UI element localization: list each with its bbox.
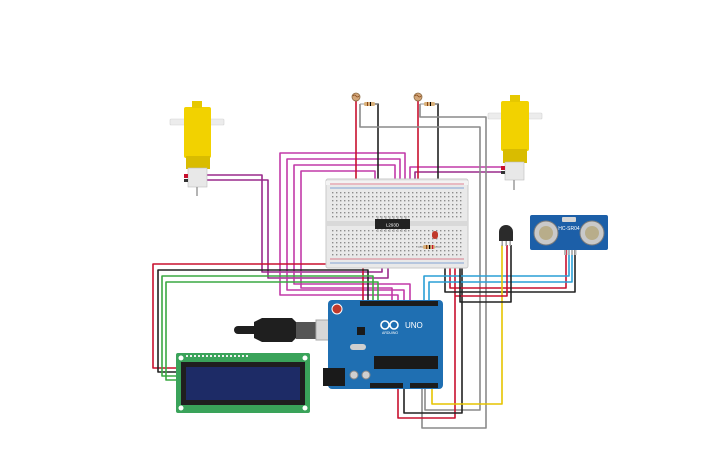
wire-black-bb-arduino: [403, 263, 463, 414]
resistor-ldr-left: [360, 102, 378, 106]
wire-us-blue1: [423, 250, 570, 302]
wire-magenta-2: [286, 158, 405, 302]
wire-magenta-4: [300, 170, 393, 302]
wire-gray-2: [419, 104, 487, 429]
lcd-pins: [186, 355, 248, 357]
wire-ir-yellow: [431, 245, 503, 405]
resistor-ldr-right: [420, 102, 438, 106]
chip-label: L293D: [386, 223, 400, 228]
breadboard-holes: [332, 192, 462, 256]
ir-sensor: [499, 225, 513, 246]
dc-motor-left: [169, 101, 225, 196]
photoresistor-left: [351, 92, 361, 102]
wire-us-black: [444, 250, 576, 293]
photoresistor-right: [413, 92, 423, 102]
led: [432, 231, 438, 239]
wire-red-bb-arduino: [397, 263, 456, 419]
arduino-logo: [380, 320, 399, 330]
wire-ir-black: [459, 245, 512, 303]
motor-driver-chip: L293D: [375, 216, 410, 232]
wire-ldr2-black: [432, 103, 439, 185]
wire-magenta-3: [293, 164, 411, 302]
usb-cable: [234, 318, 341, 342]
wire-lcd-green1: [161, 275, 374, 377]
arduino-uno-board: UNO ARDUINO: [323, 300, 443, 389]
wire-magenta-1: [279, 152, 406, 302]
wire-lcd-green2: [165, 281, 379, 381]
arduino-brand-label: ARDUINO: [382, 331, 398, 335]
resistor-led: [418, 245, 440, 249]
wire-us-red: [449, 250, 567, 289]
ultrasonic-sensor: HC-SR04: [530, 215, 608, 255]
lcd-display: [176, 353, 310, 413]
ultrasonic-label: HC-SR04: [558, 226, 580, 232]
wire-us-blue2: [428, 250, 573, 302]
dc-motor-right: [487, 95, 543, 190]
wire-ir-red: [455, 245, 508, 297]
arduino-model-label: UNO: [405, 321, 423, 330]
wire-lcd-black: [157, 269, 369, 373]
wire-gray-1: [359, 104, 481, 411]
